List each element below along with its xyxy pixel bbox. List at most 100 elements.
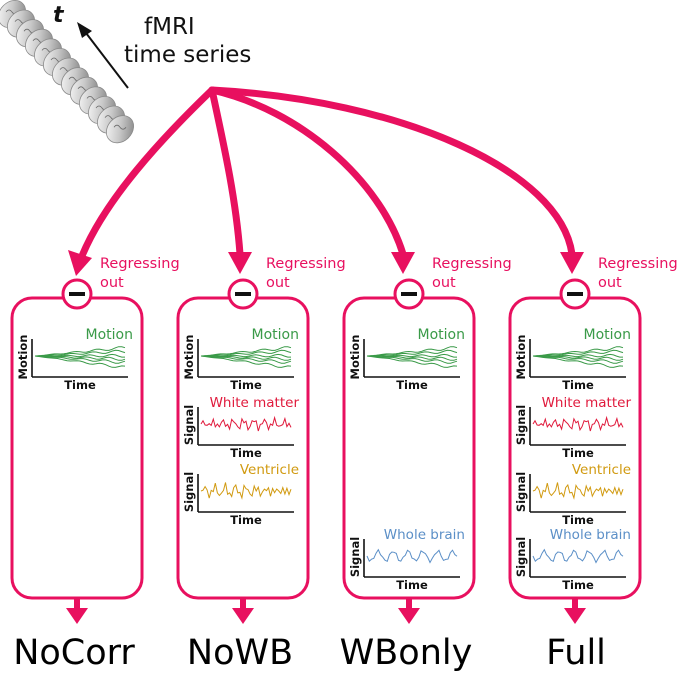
y-axis-label: Signal: [348, 537, 362, 577]
ventricle-trace: [532, 482, 624, 500]
pipeline-label-nocorr: NoCorr: [13, 633, 135, 673]
minus-icon: [567, 292, 583, 296]
white-matter-trace: [532, 415, 624, 432]
time-symbol: t: [53, 3, 65, 28]
output-arrow-head: [66, 608, 88, 624]
y-axis-label: Signal: [514, 537, 528, 577]
motion-trace: [532, 355, 624, 361]
x-axis-label: Time: [396, 578, 428, 592]
branch-arrow-nowb: [208, 86, 244, 258]
brain-volume-slice: [106, 115, 134, 144]
motion-title: Motion: [86, 327, 133, 343]
output-arrow-head: [564, 608, 586, 624]
output-arrow-shaft: [240, 598, 246, 610]
regressing-out-label-line2: out: [100, 275, 124, 291]
output-arrow-head: [232, 608, 254, 624]
output-arrow-shaft: [406, 598, 412, 610]
x-axis-label: Time: [562, 378, 594, 392]
motion-trace: [532, 355, 624, 364]
motion-trace: [34, 355, 126, 361]
ventricle-title: Ventricle: [572, 462, 631, 478]
branch-arrow-full: [208, 86, 576, 258]
motion-trace: [34, 355, 126, 364]
x-axis-label: Time: [562, 578, 594, 592]
whole-brain-trace: [532, 548, 624, 564]
pipeline-label-wbonly: WBonly: [340, 633, 473, 673]
branch-arrow-wbonly: [208, 86, 407, 258]
y-axis-label: Motion: [514, 335, 528, 380]
pipeline-label-nowb: NoWB: [187, 633, 293, 673]
regressing-out-label-line1: Regressing: [432, 256, 512, 272]
motion-trace: [366, 349, 458, 357]
motion-trace: [34, 346, 126, 357]
x-axis-label: Time: [562, 513, 594, 527]
motion-trace: [35, 353, 125, 358]
regressing-out-label-line2: out: [266, 275, 290, 291]
fmri-volume-stack: [0, 0, 134, 144]
branch-arrowheads: [68, 250, 584, 276]
motion-trace: [366, 355, 458, 364]
ventricle-title: Ventricle: [240, 462, 299, 478]
regressing-out-label-line2: out: [432, 275, 456, 291]
motion-trace: [200, 355, 292, 368]
ventricle-trace: [200, 482, 292, 500]
regressing-out-label-line1: Regressing: [100, 256, 180, 272]
x-axis-label: Time: [562, 446, 594, 460]
regressing-out-label-line1: Regressing: [266, 256, 346, 272]
white-matter-title: White matter: [210, 395, 300, 411]
pipeline-label-full: Full: [546, 633, 606, 673]
y-axis-label: Signal: [182, 472, 196, 512]
motion-trace: [200, 346, 292, 357]
branch-arrows: [78, 86, 576, 260]
x-axis-label: Time: [230, 446, 262, 460]
motion-trace: [532, 346, 624, 357]
motion-trace: [532, 349, 624, 357]
motion-trace: [366, 355, 458, 368]
output-arrow-head: [398, 608, 420, 624]
x-axis-label: Time: [230, 378, 262, 392]
motion-title: Motion: [584, 327, 631, 343]
motion-title: Motion: [252, 327, 299, 343]
regressing-out-label-line2: out: [598, 275, 622, 291]
y-axis-label: Motion: [16, 335, 30, 380]
motion-trace: [200, 349, 292, 357]
whole-brain-title: Whole brain: [550, 527, 631, 543]
regressing-out-label-line1: Regressing: [598, 256, 678, 272]
y-axis-label: Signal: [514, 405, 528, 445]
time-arrow: [77, 22, 129, 89]
white-matter-title: White matter: [542, 395, 632, 411]
motion-trace: [532, 355, 624, 368]
whole-brain-trace: [366, 548, 458, 564]
white-matter-trace: [200, 415, 292, 432]
motion-trace: [366, 355, 458, 361]
whole-brain-title: Whole brain: [384, 527, 465, 543]
motion-trace: [200, 355, 292, 361]
branch-arrow-nocorr: [78, 86, 216, 260]
motion-trace: [200, 355, 292, 364]
motion-trace: [34, 355, 126, 368]
x-axis-label: Time: [64, 378, 96, 392]
motion-trace: [201, 353, 291, 358]
brain-volume-fold: [113, 124, 127, 130]
source-label-line2: time series: [124, 42, 251, 68]
motion-trace: [366, 346, 458, 357]
y-axis-label: Signal: [182, 405, 196, 445]
motion-trace: [533, 353, 623, 358]
minus-icon: [69, 292, 85, 296]
motion-title: Motion: [418, 327, 465, 343]
y-axis-label: Signal: [514, 472, 528, 512]
